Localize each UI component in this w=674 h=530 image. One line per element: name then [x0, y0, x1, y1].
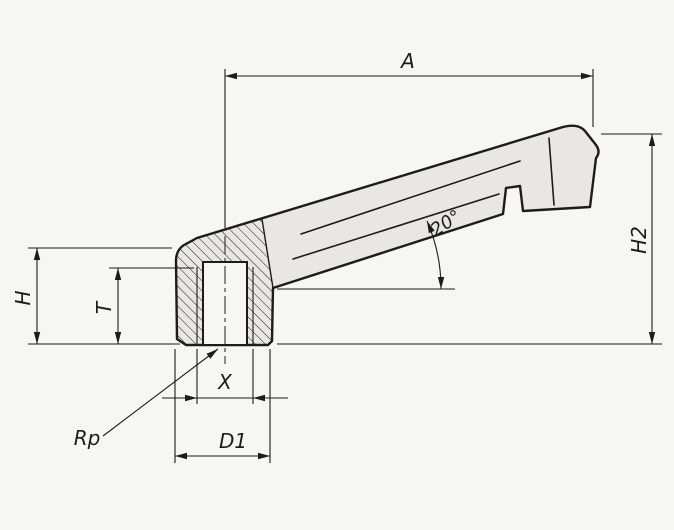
dimension-h: H	[11, 247, 180, 345]
leader-line	[102, 348, 219, 437]
lever-recess-line-bottom	[292, 193, 500, 260]
dimension-x: X	[162, 349, 288, 404]
label-rp: Rp	[74, 426, 101, 450]
section-hatch-region	[176, 219, 273, 345]
dimension-t: T	[92, 267, 194, 344]
hub-lever-junction-line	[261, 218, 274, 289]
label-h2: H2	[627, 226, 651, 254]
label-d1: D1	[219, 429, 247, 453]
label-t: T	[92, 300, 116, 314]
label-a: A	[399, 49, 415, 73]
leader-rp: Rp	[74, 348, 219, 450]
label-h: H	[11, 290, 35, 305]
part	[174, 124, 600, 364]
lever-end-line	[548, 137, 555, 206]
dimension-a: A	[224, 49, 594, 228]
dimension-h2: H2	[277, 133, 662, 345]
lever-recess-line-top	[300, 160, 521, 235]
label-x: X	[217, 370, 233, 394]
angle-arc	[426, 220, 445, 290]
dimension-d1: D1	[174, 349, 271, 463]
